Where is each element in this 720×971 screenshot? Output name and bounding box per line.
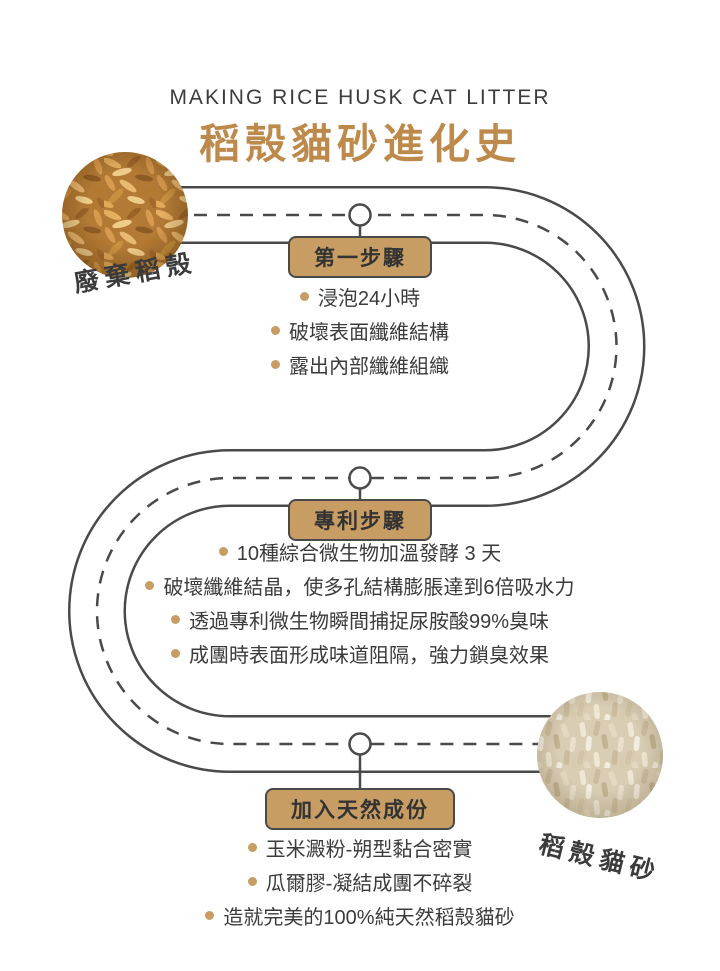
step-item-text: 瓜爾膠-凝結成團不碎裂	[265, 872, 473, 895]
step-item-text: 成團時表面形成味道阻隔，強力鎖臭效果	[189, 644, 549, 667]
step-item-text: 玉米澱粉-朔型黏合密實	[265, 838, 473, 861]
step-item-text: 破壞表面纖維結構	[289, 321, 449, 344]
step-item-text: 露出內部纖維組織	[289, 355, 449, 378]
step-item: 成團時表面形成味道阻隔，強力鎖臭效果	[40, 636, 680, 670]
step3-list: 玉米澱粉-朔型黏合密實 瓜爾膠-凝結成團不碎裂 造就完美的100%純天然稻殼貓砂	[40, 830, 680, 932]
step-item: 破壞表面纖維結構	[40, 313, 680, 347]
step-item: 露出內部纖維組織	[40, 347, 680, 381]
rice-husk-photo-shading	[62, 152, 188, 278]
step2-list: 10種綜合微生物加溫發酵 3 天 破壞纖維結晶，使多孔結構膨脹達到6倍吸水力 透…	[40, 534, 680, 670]
step-item: 10種綜合微生物加溫發酵 3 天	[40, 534, 680, 568]
step-item-text: 透過專利微生物瞬間捕捉尿胺酸99%臭味	[188, 610, 550, 633]
step-item-text: 浸泡24小時	[317, 287, 421, 310]
step-item-text: 10種綜合微生物加溫發酵 3 天	[236, 542, 502, 565]
cat-litter-photo-shading	[537, 692, 663, 818]
step-item: 瓜爾膠-凝結成團不碎裂	[40, 864, 680, 898]
bullet-icon	[218, 546, 228, 556]
step2-node	[348, 466, 372, 490]
step-item: 造就完美的100%純天然稻殼貓砂	[40, 898, 680, 932]
step-item: 透過專利微生物瞬間捕捉尿胺酸99%臭味	[40, 602, 680, 636]
bullet-icon	[247, 876, 257, 886]
step-item-text: 破壞纖維結晶，使多孔結構膨脹達到6倍吸水力	[163, 576, 575, 599]
step1-list: 浸泡24小時 破壞表面纖維結構 露出內部纖維組織	[40, 279, 680, 381]
step1-badge: 第一步驟	[288, 236, 432, 278]
step1-node	[348, 203, 372, 227]
step-item: 玉米澱粉-朔型黏合密實	[40, 830, 680, 864]
bullet-icon	[271, 325, 280, 335]
bullet-icon	[145, 580, 155, 590]
bullet-icon	[247, 842, 257, 852]
bullet-icon	[205, 910, 215, 920]
step3-badge: 加入天然成份	[265, 788, 455, 830]
bullet-icon	[299, 291, 309, 301]
page-title: 稻殼貓砂進化史	[199, 121, 521, 167]
step-item: 浸泡24小時	[40, 279, 680, 313]
bullet-icon	[170, 614, 180, 624]
step-item: 破壞纖維結晶，使多孔結構膨脹達到6倍吸水力	[40, 568, 680, 602]
english-subtitle: MAKING RICE HUSK CAT LITTER	[169, 86, 551, 109]
bullet-icon	[271, 359, 280, 369]
step2-badge: 專利步驟	[288, 499, 432, 541]
bullet-icon	[171, 648, 180, 658]
step3-node	[348, 732, 372, 756]
step-item-text: 造就完美的100%純天然稻殼貓砂	[223, 906, 515, 929]
